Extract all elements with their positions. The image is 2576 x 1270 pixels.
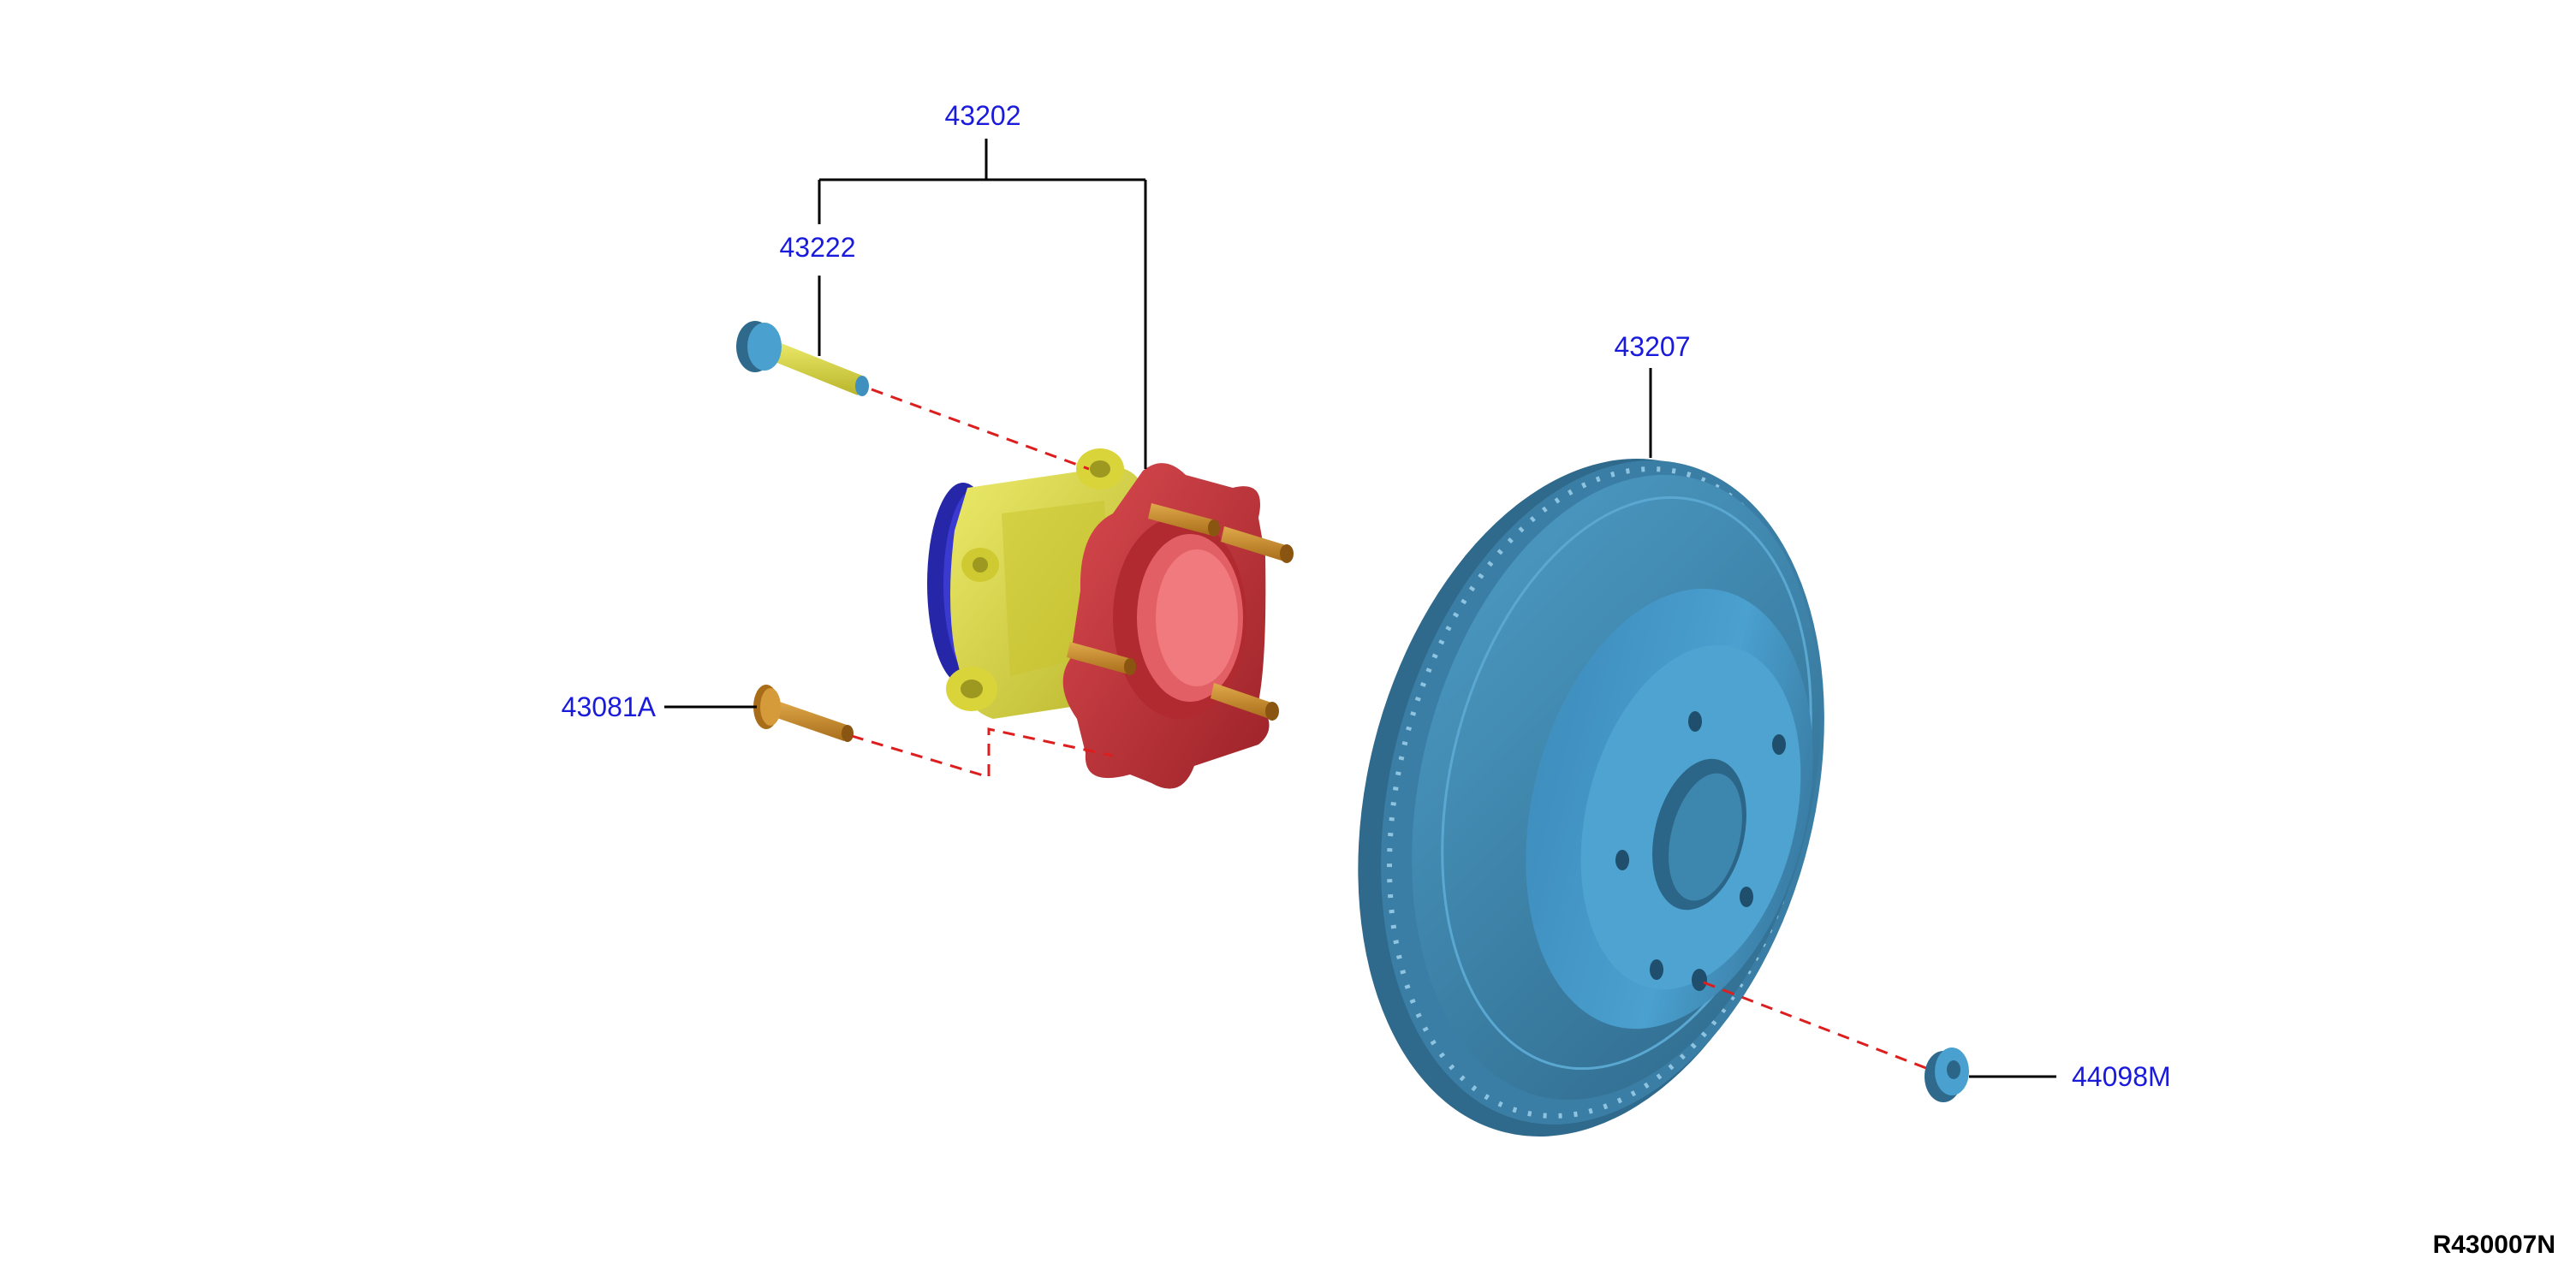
brake-rotor-drawing [1358, 459, 1824, 1136]
assembly-lines [851, 388, 1931, 1071]
part-labels: 43202 43222 43207 43081A 44098M [562, 100, 2171, 1092]
label-44098M: 44098M [2072, 1061, 2171, 1092]
hub-assembly-drawing [927, 448, 1294, 789]
label-43081A: 43081A [562, 691, 657, 722]
assembly-line-stud [851, 727, 1114, 780]
leader-lines [664, 139, 2056, 1078]
label-43202: 43202 [945, 100, 1021, 131]
hub-bolt-drawing [736, 321, 869, 396]
wheel-stud-drawing [753, 685, 854, 742]
hub-studs [1067, 503, 1294, 721]
diagram-reference-code: R430007N [2433, 1231, 2555, 1259]
label-43222: 43222 [780, 232, 856, 263]
assembly-line-bolt [871, 388, 1090, 471]
leader-43202 [818, 139, 1147, 469]
label-43207: 43207 [1615, 331, 1691, 362]
rotor-nut-drawing [1925, 1047, 1969, 1102]
